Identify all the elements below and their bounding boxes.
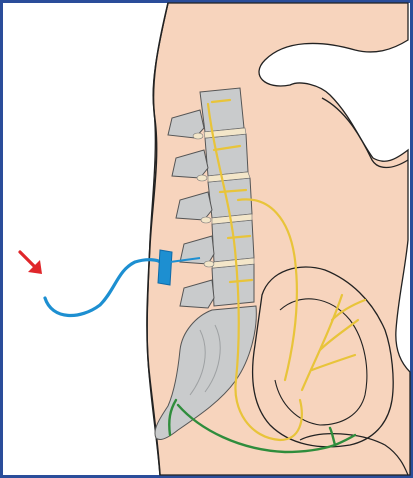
- facet-joint-1: [193, 133, 203, 139]
- vertebra-l5: [212, 264, 254, 306]
- facet-joint-2: [197, 175, 207, 181]
- facet-joint-3: [201, 217, 211, 223]
- red-arrow-icon: [20, 252, 42, 274]
- vertebra-l1: [200, 88, 244, 132]
- probe-cable: [45, 260, 160, 316]
- vertebra-l2: [205, 134, 248, 176]
- probe-tip: [158, 250, 172, 285]
- facet-joint-4: [204, 261, 214, 267]
- arrow-shaft: [20, 252, 36, 268]
